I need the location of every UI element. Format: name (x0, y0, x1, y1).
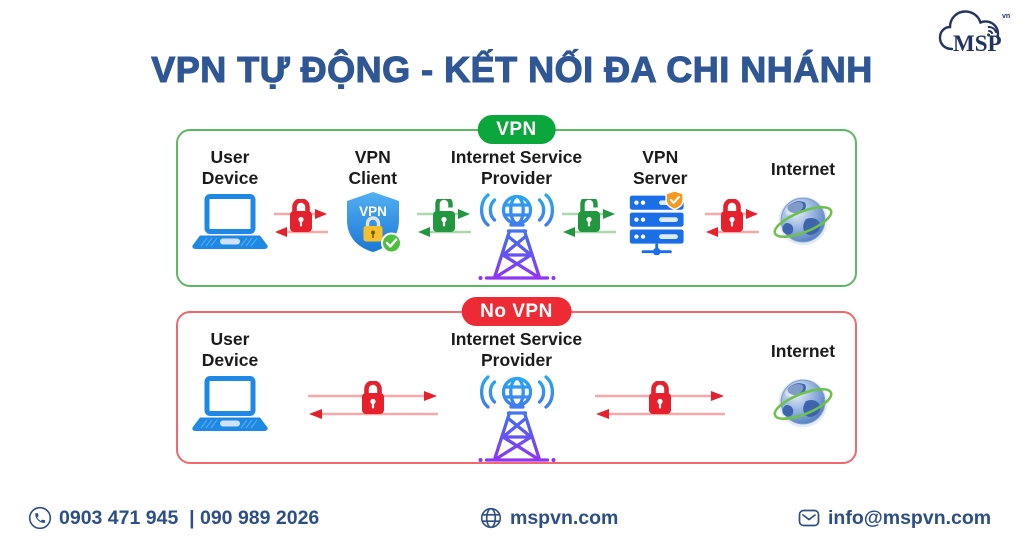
node-label: VPN Client (348, 147, 398, 188)
laptop-icon (192, 376, 268, 432)
node-isp: Internet Service Provider (451, 147, 582, 280)
globe-icon (769, 195, 837, 247)
radio-tower-icon (478, 193, 556, 280)
email-contact: info@mspvn.com (797, 506, 991, 530)
node-internet: Internet (759, 329, 847, 433)
website-contact: mspvn.com (479, 506, 618, 530)
radio-tower-icon (478, 375, 556, 462)
vpn-panel: VPN User Device VPN Client VPN Internet … (176, 115, 857, 287)
locked-padlock-icon (274, 199, 329, 239)
node-user-device: User Device (186, 329, 274, 433)
wifi-icon (987, 26, 998, 37)
locked-padlock-icon (704, 199, 759, 239)
email-address: info@mspvn.com (828, 506, 992, 529)
unlocked-padlock-icon (561, 199, 616, 239)
node-label: Internet (770, 158, 836, 179)
phone-contact: 0903 471 945 | 090 989 2026 (28, 506, 319, 530)
phone-icon (28, 506, 52, 530)
node-label: Internet Service Provider (450, 147, 583, 188)
no-vpn-panel: No VPN User Device Internet Service Prov… (176, 297, 857, 464)
node-vpn-server: VPN Server (616, 147, 704, 255)
server-icon (628, 189, 686, 255)
node-user-device: User Device (186, 147, 274, 251)
locked-padlock-icon (595, 381, 726, 421)
locked-padlock-icon (307, 381, 438, 421)
website-url: mspvn.com (510, 506, 619, 529)
node-label: User Device (201, 147, 259, 188)
phone-numbers: 0903 471 945 | 090 989 2026 (59, 506, 320, 529)
logo-superscript: vn (1002, 13, 1010, 20)
page-title: VPN TỰ ĐỘNG - KẾT NỐI ĐA CHI NHÁNH (151, 49, 873, 90)
node-vpn-client: VPN Client VPN (329, 147, 417, 253)
node-label: Internet Service Provider (450, 329, 583, 370)
unlocked-padlock-icon (417, 199, 472, 239)
node-internet: Internet (759, 147, 847, 251)
msp-logo: MSP vn (936, 5, 1012, 63)
logo-text: MSP (953, 31, 1002, 56)
node-label: Internet (770, 340, 836, 361)
vpn-shield-icon: VPN (345, 191, 403, 253)
no-vpn-badge: No VPN (461, 297, 572, 326)
mail-icon (798, 509, 820, 527)
shield-vpn-text: VPN (359, 204, 387, 219)
laptop-icon (192, 194, 268, 250)
node-label: User Device (201, 329, 259, 370)
cloud-logo-icon: MSP vn (938, 10, 1010, 56)
node-isp: Internet Service Provider (451, 329, 582, 462)
globe-icon (769, 377, 837, 429)
globe-web-icon (480, 507, 502, 529)
node-label: VPN Server (633, 147, 688, 188)
vpn-badge: VPN (477, 115, 556, 144)
